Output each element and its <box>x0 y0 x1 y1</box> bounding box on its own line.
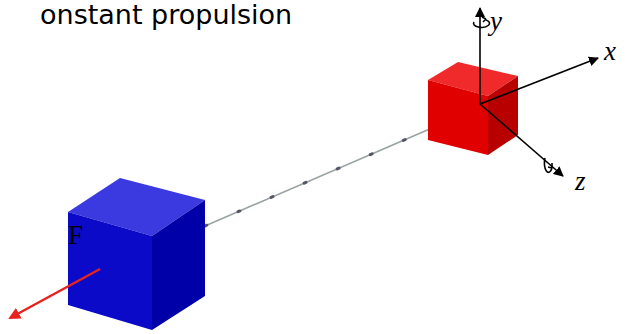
red-cube <box>428 62 518 155</box>
force-label: F <box>68 222 83 249</box>
axes <box>474 8 598 176</box>
axis-label: x <box>604 38 616 65</box>
axis-label: y <box>490 8 502 35</box>
heading: onstant propulsion <box>40 1 292 28</box>
force-arrow <box>10 269 100 318</box>
tether <box>205 128 432 226</box>
blue-cube <box>68 178 205 330</box>
axis-label: z <box>575 168 586 195</box>
